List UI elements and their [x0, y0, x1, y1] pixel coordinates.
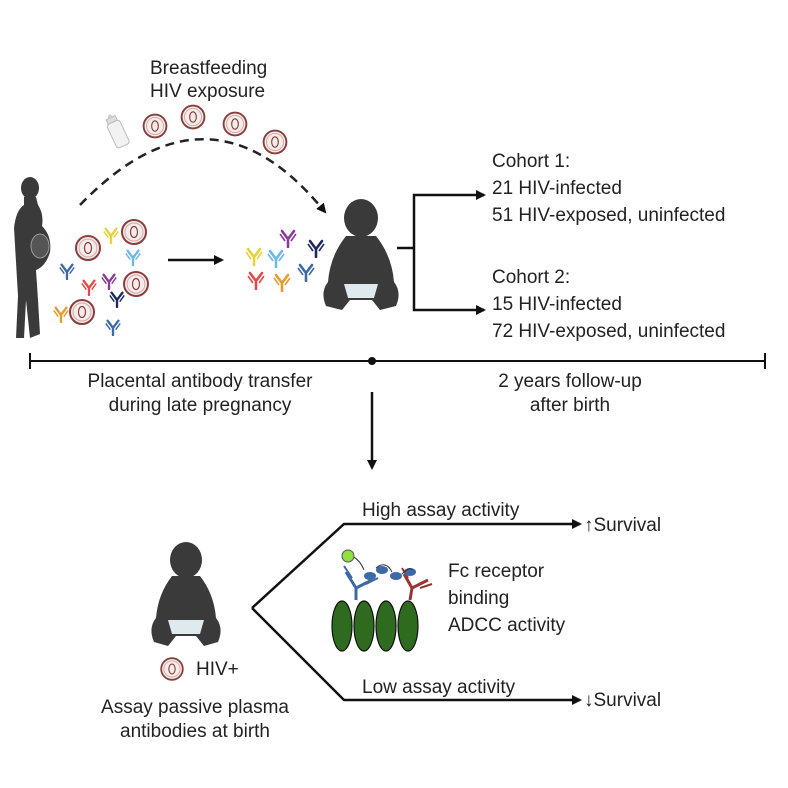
antibody-icon — [104, 319, 122, 336]
high-assay-activity-label: High assay activity — [362, 500, 520, 521]
cohort-2-exposed: 72 HIV-exposed, uninfected — [492, 321, 726, 342]
assay-caption-line1: Assay passive plasma — [101, 697, 289, 718]
late-pregnancy-label: during late pregnancy — [108, 395, 292, 416]
assay-branches — [251, 519, 582, 705]
virus-icon — [222, 111, 248, 137]
decreased-survival-label: ↓Survival — [584, 690, 662, 711]
antibody-icon — [100, 273, 118, 290]
virus-icon — [180, 104, 206, 130]
antibody-icon — [124, 249, 142, 266]
antibody-icon — [296, 263, 316, 282]
virus-icon — [75, 235, 101, 261]
breastfeeding-viruses — [142, 104, 288, 155]
hiv-virus-icon — [160, 657, 184, 681]
fc-receptor-adcc-icon — [331, 549, 433, 652]
virus-icon — [123, 271, 149, 297]
assay-caption-line2: antibodies at birth — [120, 721, 270, 742]
antibody-icon — [306, 239, 326, 258]
cohort-2-infected: 15 HIV-infected — [492, 294, 622, 315]
antibody-icon — [266, 249, 286, 268]
virus-icon — [121, 219, 147, 245]
follow-up-label: 2 years follow-up — [498, 371, 642, 392]
placental-transfer-label: Placental antibody transfer — [87, 371, 313, 392]
low-assay-activity-label: Low assay activity — [362, 677, 516, 698]
cohort-bracket — [397, 190, 486, 315]
birth-marker — [368, 357, 376, 365]
antibody-icon — [244, 247, 264, 266]
transferred-antibodies — [244, 229, 326, 292]
infant-hiv-positive-icon — [151, 542, 221, 646]
binding-label: binding — [448, 588, 510, 609]
virus-icon — [262, 129, 288, 155]
antibody-icon — [272, 273, 292, 292]
antibody-icon — [58, 263, 76, 280]
fc-receptor-label: Fc receptor — [448, 561, 545, 582]
hiv-positive-label: HIV+ — [196, 659, 239, 680]
virus-icon — [142, 113, 168, 139]
breastfeeding-arrow — [79, 138, 327, 214]
virus-icon — [69, 299, 95, 325]
antibody-icon — [246, 271, 266, 290]
antibody-icon — [278, 229, 298, 248]
timeline — [29, 353, 766, 369]
maternal-virus-antibody-cluster — [52, 219, 149, 336]
antibody-icon — [108, 291, 126, 308]
cohort-2-title: Cohort 2: — [492, 267, 571, 288]
cohort-1-title: Cohort 1: — [492, 151, 571, 172]
bottle-icon — [105, 114, 130, 149]
antibody-icon — [80, 279, 98, 296]
breastfeeding-label: Breastfeeding — [150, 58, 268, 79]
infant-icon — [323, 199, 399, 310]
after-birth-label: after birth — [529, 395, 611, 416]
antibody-icon — [102, 227, 120, 244]
adcc-activity-label: ADCC activity — [448, 615, 566, 636]
hiv-exposure-label: HIV exposure — [150, 81, 266, 102]
cohort-1-exposed: 51 HIV-exposed, uninfected — [492, 205, 726, 226]
pregnant-mother-icon — [14, 177, 51, 338]
cohort-1-infected: 21 HIV-infected — [492, 178, 622, 199]
antibody-icon — [52, 306, 70, 323]
increased-survival-label: ↑Survival — [584, 515, 662, 536]
